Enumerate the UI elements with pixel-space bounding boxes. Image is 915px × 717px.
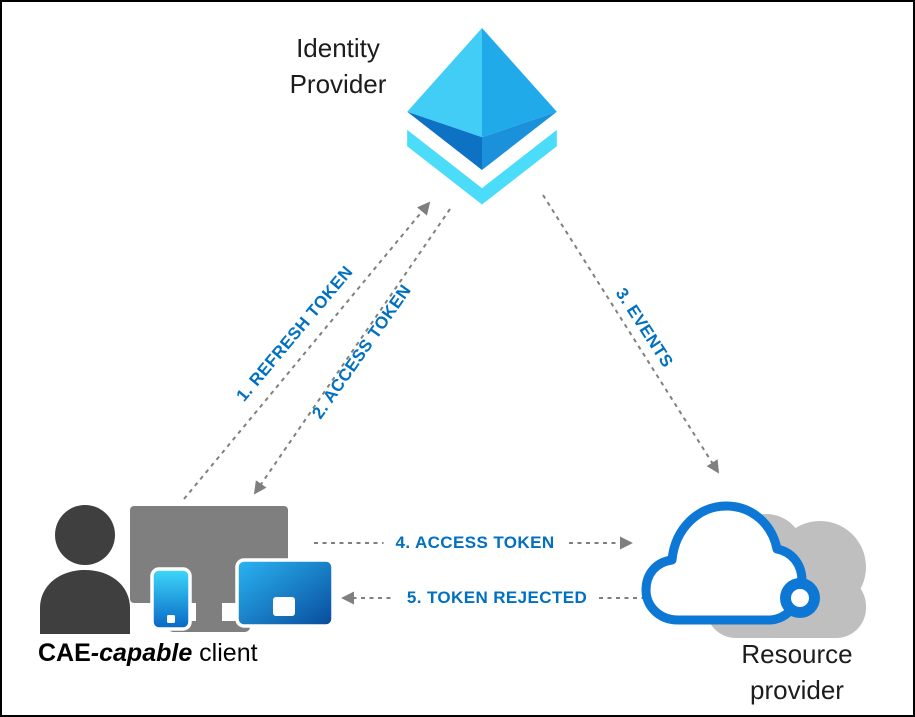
identity-provider-label-line2: Provider (289, 69, 387, 99)
client-label-qualifier: -capable (90, 639, 193, 667)
resource-provider-label: Resource provider (702, 636, 892, 708)
arrow-3-events (542, 194, 720, 474)
laptop-body (235, 558, 335, 628)
diamond-face-top-left (407, 28, 482, 138)
identity-provider-label-line1: Identity (296, 33, 380, 63)
client-label-noun: client (192, 639, 258, 667)
client-label-acronym: CAE (38, 639, 91, 667)
person-head (55, 505, 115, 565)
flow-label-token-rejected: 5. TOKEN REJECTED (394, 588, 600, 608)
laptop-chip (273, 597, 295, 616)
smartphone-body (150, 567, 192, 631)
smartphone-home-button (167, 615, 175, 623)
client-label: CAE-capable client (38, 639, 258, 668)
person-shoulders (40, 570, 130, 634)
laptop-icon (235, 558, 335, 628)
diamond-base-chevron (407, 129, 557, 205)
monitor-neck (196, 601, 222, 623)
arrow-2-access-token (253, 208, 451, 495)
person-icon (40, 505, 130, 634)
connector-dot-inner (791, 589, 809, 607)
resource-provider-label-line1: Resource (741, 639, 853, 669)
smartphone-icon (150, 567, 192, 631)
diamond-face-top-right (482, 28, 557, 138)
arrow-1-refresh-token (183, 201, 431, 500)
flow-label-access-token-use: 4. ACCESS TOKEN (383, 533, 567, 553)
identity-provider-icon (407, 28, 557, 205)
identity-provider-label: Identity Provider (255, 30, 421, 102)
resource-cloud-icon (641, 501, 866, 638)
resource-provider-label-line2: provider (750, 675, 844, 705)
